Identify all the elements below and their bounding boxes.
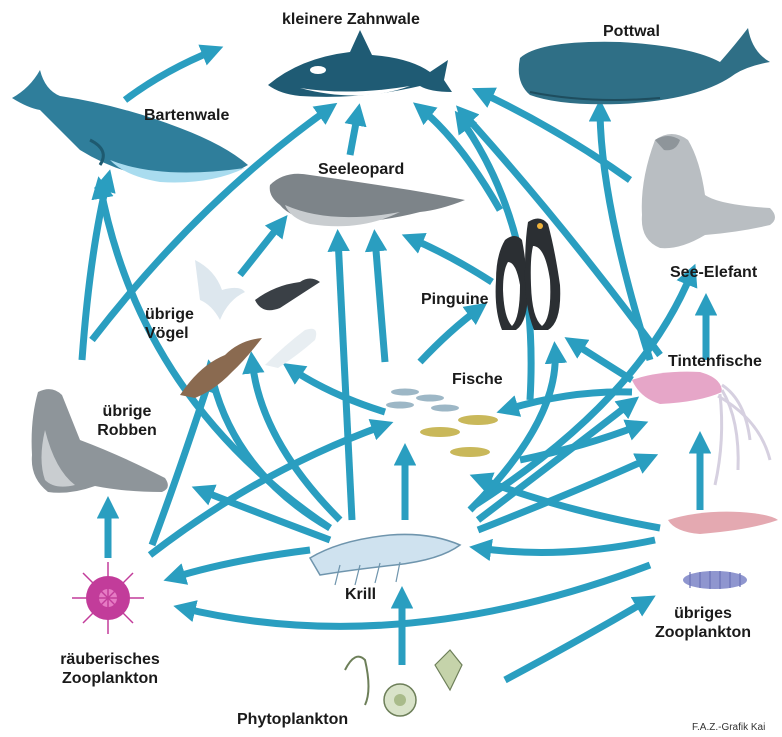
arrow-voegel-to-seeleopard <box>240 222 282 275</box>
label-pottwal: Pottwal <box>603 22 660 41</box>
arrow-baleen-to-orca <box>125 50 215 100</box>
label-tintenfische: Tintenfische <box>668 352 762 371</box>
orca-icon <box>268 30 452 97</box>
arrow-tintenfische-to-orca <box>462 112 660 355</box>
label-kleinere-zahnwale: kleinere Zahnwale <box>282 10 420 29</box>
arrow-krill-to-seeleopard <box>338 238 352 520</box>
arrow-phyto-to-uebriges <box>505 600 648 680</box>
predatory-zooplankton-icon <box>72 562 144 634</box>
elephant-seal-icon <box>642 134 775 248</box>
label-see-elefant: See-Elefant <box>670 263 757 282</box>
arrow-pinguine-to-seeleopard <box>410 238 492 282</box>
label-krill: Krill <box>345 585 376 604</box>
leopard-seal-icon <box>270 174 465 227</box>
label-uebriges-zooplankton-2: Zooplankton <box>648 623 758 642</box>
arrow-tintenfische-to-pottwal <box>600 108 650 360</box>
arrow-fische-to-seeleopard <box>375 238 385 362</box>
arrow-seeleopard-to-orca <box>350 112 358 155</box>
arrow-tintenfische-to-fische <box>505 392 632 410</box>
label-bartenwale: Bartenwale <box>144 106 229 125</box>
label-seeleopard: Seeleopard <box>318 160 404 179</box>
arrow-krill-to-voegel <box>252 360 340 520</box>
arrow-seeelefant-to-orca <box>480 92 630 180</box>
label-uebrige-robben-2: Robben <box>92 421 162 440</box>
arrow-uebriges-to-krill <box>478 540 655 553</box>
arrow-tintenfische-to-pinguine <box>572 342 632 380</box>
label-uebrige-voegel-2: Vögel <box>145 324 189 343</box>
credit-line: F.A.Z.-Grafik Kai <box>692 722 765 733</box>
krill-icon <box>310 534 460 585</box>
label-phytoplankton: Phytoplankton <box>237 710 348 729</box>
arrow-uebriges-to-raeub <box>182 565 650 626</box>
label-uebriges-zooplankton-1: übriges <box>648 604 758 623</box>
label-raeuberisches-zooplankton-2: Zooplankton <box>48 669 172 688</box>
label-raeuberisches-zooplankton-1: räuberisches <box>48 650 172 669</box>
label-pinguine: Pinguine <box>421 290 489 309</box>
baleen-whale-icon <box>12 70 248 182</box>
label-uebrige-voegel-1: übrige <box>145 305 194 324</box>
label-fische: Fische <box>452 370 503 389</box>
fish-icon <box>386 389 498 458</box>
arrow-fische-to-voegel <box>290 368 385 412</box>
label-uebrige-robben-1: übrige <box>92 402 162 421</box>
arrow-krill-to-raeub <box>172 550 310 578</box>
zooplankton-icon <box>668 512 778 589</box>
arrow-fische-to-pinguine <box>420 308 480 362</box>
